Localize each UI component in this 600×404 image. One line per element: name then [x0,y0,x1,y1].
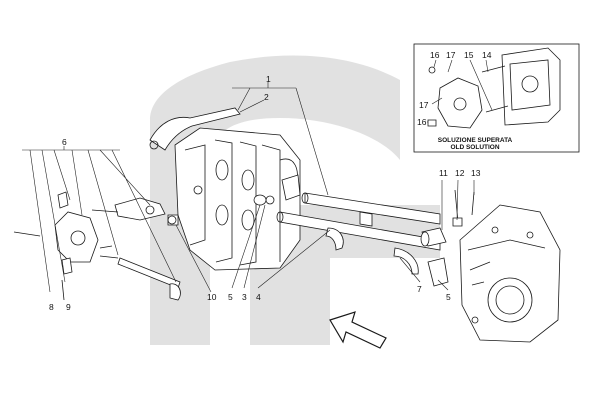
inset-old-solution: 16 17 15 14 17 16 SOLUZIONE SUPERATA OLD… [413,43,580,153]
inset-callout-17-top: 17 [446,50,456,60]
leader-lines [22,82,475,293]
callout-labels: 1 2 3 4 5 5 6 7 8 9 10 11 12 13 [49,74,481,312]
inset-caption-english: OLD SOLUTION [450,144,499,151]
callout-8: 8 [49,302,54,312]
inset-callout-14: 14 [482,50,492,60]
callout-4: 4 [256,292,261,302]
callout-7: 7 [417,284,422,294]
shift-rods [276,192,441,275]
linkage-assembly [13,191,181,301]
callout-11: 11 [439,168,448,178]
rear-housing [459,204,561,343]
cylinder-part-11 [420,227,447,247]
screws-12-13 [452,189,475,227]
bracket-part-5 [427,257,449,287]
callout-6: 6 [62,137,67,147]
callout-12: 12 [455,168,465,178]
gearbox-housing [174,127,301,271]
callout-1: 1 [266,74,271,84]
selector-fork-top [149,107,241,151]
inset-caption-italian: SOLUZIONE SUPERATA [438,137,513,144]
callout-5-left: 5 [228,292,233,302]
inset-callout-16-top: 16 [430,50,440,60]
callout-5-right: 5 [446,292,451,302]
direction-arrow [329,311,387,349]
callout-3: 3 [242,292,247,302]
inset-callout-16-bottom: 16 [417,117,427,127]
callout-9: 9 [66,302,71,312]
small-bushings [167,194,267,226]
inset-callout-15: 15 [464,50,474,60]
inset-callout-17-mid: 17 [419,100,429,110]
callout-2: 2 [264,92,269,102]
callout-13: 13 [471,168,481,178]
callout-10: 10 [207,292,217,302]
